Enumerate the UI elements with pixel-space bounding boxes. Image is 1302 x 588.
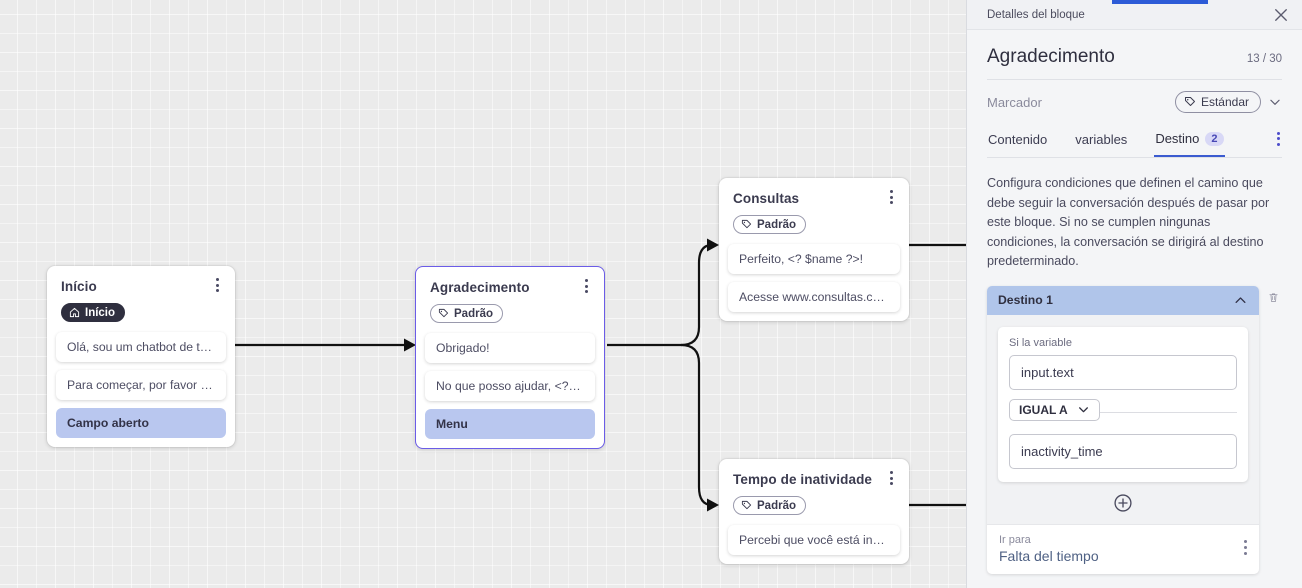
tab-label: variables [1075, 132, 1128, 147]
tab-label: Contenido [988, 132, 1048, 147]
flow-canvas[interactable]: Início Início Olá, sou um chatbot de tes… [0, 0, 966, 588]
more-vertical-icon[interactable] [1244, 539, 1247, 558]
node-body: Olá, sou um chatbot de teste! Para começ… [47, 323, 235, 438]
node-bubble[interactable]: No que posso ajudar, <? $name ... [425, 371, 595, 401]
node-tag: Padrão [733, 215, 806, 234]
node-inicio[interactable]: Início Início Olá, sou um chatbot de tes… [47, 266, 235, 447]
node-agradecimento[interactable]: Agradecimento Padrão Obrigado! No que po… [415, 266, 605, 449]
node-bubble-menu[interactable]: Campo aberto [56, 408, 226, 438]
node-tag-label: Padrão [757, 218, 796, 231]
node-bubble-menu[interactable]: Menu [425, 409, 595, 439]
tab-destino[interactable]: Destino 2 [1154, 123, 1225, 157]
node-header: Tempo de inatividade Padrão [719, 459, 909, 516]
destination-section: Destino 1 Si la variable input.text IGUA… [987, 285, 1282, 574]
tag-icon [741, 219, 752, 229]
goto-label: Ir para [999, 533, 1031, 546]
destination-description: Configura condiciones que definen el cam… [987, 176, 1270, 269]
node-tempo-inatividade[interactable]: Tempo de inatividade Padrão Percebi que … [719, 459, 909, 564]
node-bubble[interactable]: Para começar, por favor digite o ... [56, 370, 226, 400]
goto-text: Ir para Falta del tiempo [999, 534, 1099, 564]
marker-control: Estándar [1174, 91, 1282, 113]
marker-label: Marcador [987, 94, 1042, 110]
panel-body: Agradecimento 13 / 30 Marcador Estándar [967, 30, 1302, 588]
close-icon[interactable] [1272, 6, 1290, 24]
chevron-down-icon [1078, 407, 1088, 413]
operator-divider [1009, 411, 1237, 413]
tab-badge: 2 [1205, 131, 1224, 146]
node-tag: Padrão [733, 496, 806, 515]
char-counter: 13 / 30 [1246, 53, 1282, 65]
panel-header-title: Detalles del bloque [987, 8, 1085, 21]
tab-label: Destino [1155, 131, 1200, 146]
tab-contenido[interactable]: Contenido [987, 124, 1048, 156]
node-menu-icon[interactable] [884, 190, 898, 206]
chevron-down-icon[interactable] [1268, 95, 1282, 109]
operator-row: IGUAL A [1009, 398, 1237, 425]
destination-header[interactable]: Destino 1 [987, 285, 1259, 315]
chevron-up-icon[interactable] [1233, 293, 1248, 308]
tab-variables[interactable]: variables [1074, 124, 1128, 156]
block-details-panel: Detalles del bloque Agradecimento 13 / 3… [966, 0, 1302, 588]
node-tag-label: Padrão [454, 307, 493, 320]
node-title: Consultas [733, 191, 800, 206]
node-title: Início [61, 279, 97, 294]
node-menu-icon[interactable] [579, 279, 593, 295]
marker-pill-label: Estándar [1200, 95, 1249, 109]
node-tag-start: Início [61, 303, 126, 322]
tag-icon [741, 500, 752, 510]
condition-box: Si la variable input.text IGUAL A [998, 326, 1248, 482]
home-icon [69, 307, 80, 318]
node-tag-label: Início [85, 306, 116, 319]
tag-icon [438, 308, 449, 318]
node-tag-label: Padrão [757, 499, 796, 512]
top-progress-bar [1112, 0, 1208, 4]
node-menu-icon[interactable] [210, 278, 224, 294]
destination-card: Destino 1 Si la variable input.text IGUA… [987, 285, 1259, 574]
goto-value: Falta del tiempo [999, 547, 1099, 564]
node-bubble[interactable]: Perfeito, <? $name ?>! [728, 244, 900, 274]
node-bubble[interactable]: Percebi que você está inativo. C... [728, 525, 900, 555]
node-header: Agradecimento Padrão [416, 267, 604, 324]
node-header: Início Início [47, 266, 235, 323]
block-title-row: Agradecimento 13 / 30 [987, 30, 1282, 80]
comparison-input[interactable]: inactivity_time [1009, 433, 1237, 469]
node-tag: Padrão [430, 304, 503, 323]
node-body: Percebi que você está inativo. C... [719, 516, 909, 555]
condition-label: Si la variable [1009, 336, 1072, 349]
node-bubble[interactable]: Acesse www.consultas.com par... [728, 282, 900, 312]
node-header: Consultas Padrão [719, 178, 909, 235]
more-vertical-icon[interactable] [1275, 126, 1282, 155]
plus-circle-icon[interactable] [1113, 493, 1133, 513]
node-body: Obrigado! No que posso ajudar, <? $name … [416, 324, 604, 439]
node-bubble[interactable]: Olá, sou um chatbot de teste! [56, 332, 226, 362]
goto-card[interactable]: Ir para Falta del tiempo [987, 524, 1259, 574]
marker-pill[interactable]: Estándar [1174, 91, 1261, 113]
panel-header: Detalles del bloque [967, 0, 1302, 30]
panel-tabs: Contenido variables Destino 2 [987, 123, 1282, 158]
node-consultas[interactable]: Consultas Padrão Perfeito, <? $name ?>! … [719, 178, 909, 321]
node-menu-icon[interactable] [884, 471, 898, 487]
node-title: Agradecimento [430, 280, 530, 295]
marker-row: Marcador Estándar [987, 80, 1282, 123]
variable-input[interactable]: input.text [1009, 354, 1237, 390]
trash-icon[interactable] [1265, 286, 1282, 303]
operator-select[interactable]: IGUAL A [1009, 398, 1100, 421]
node-title: Tempo de inatividade [733, 472, 873, 487]
destination-header-label: Destino 1 [998, 293, 1053, 308]
node-bubble[interactable]: Obrigado! [425, 333, 595, 363]
page-title: Agradecimento [987, 46, 1115, 67]
add-condition-row [987, 482, 1259, 525]
operator-label: IGUAL A [1019, 402, 1068, 417]
tag-icon [1184, 97, 1195, 106]
node-body: Perfeito, <? $name ?>! Acesse www.consul… [719, 235, 909, 312]
